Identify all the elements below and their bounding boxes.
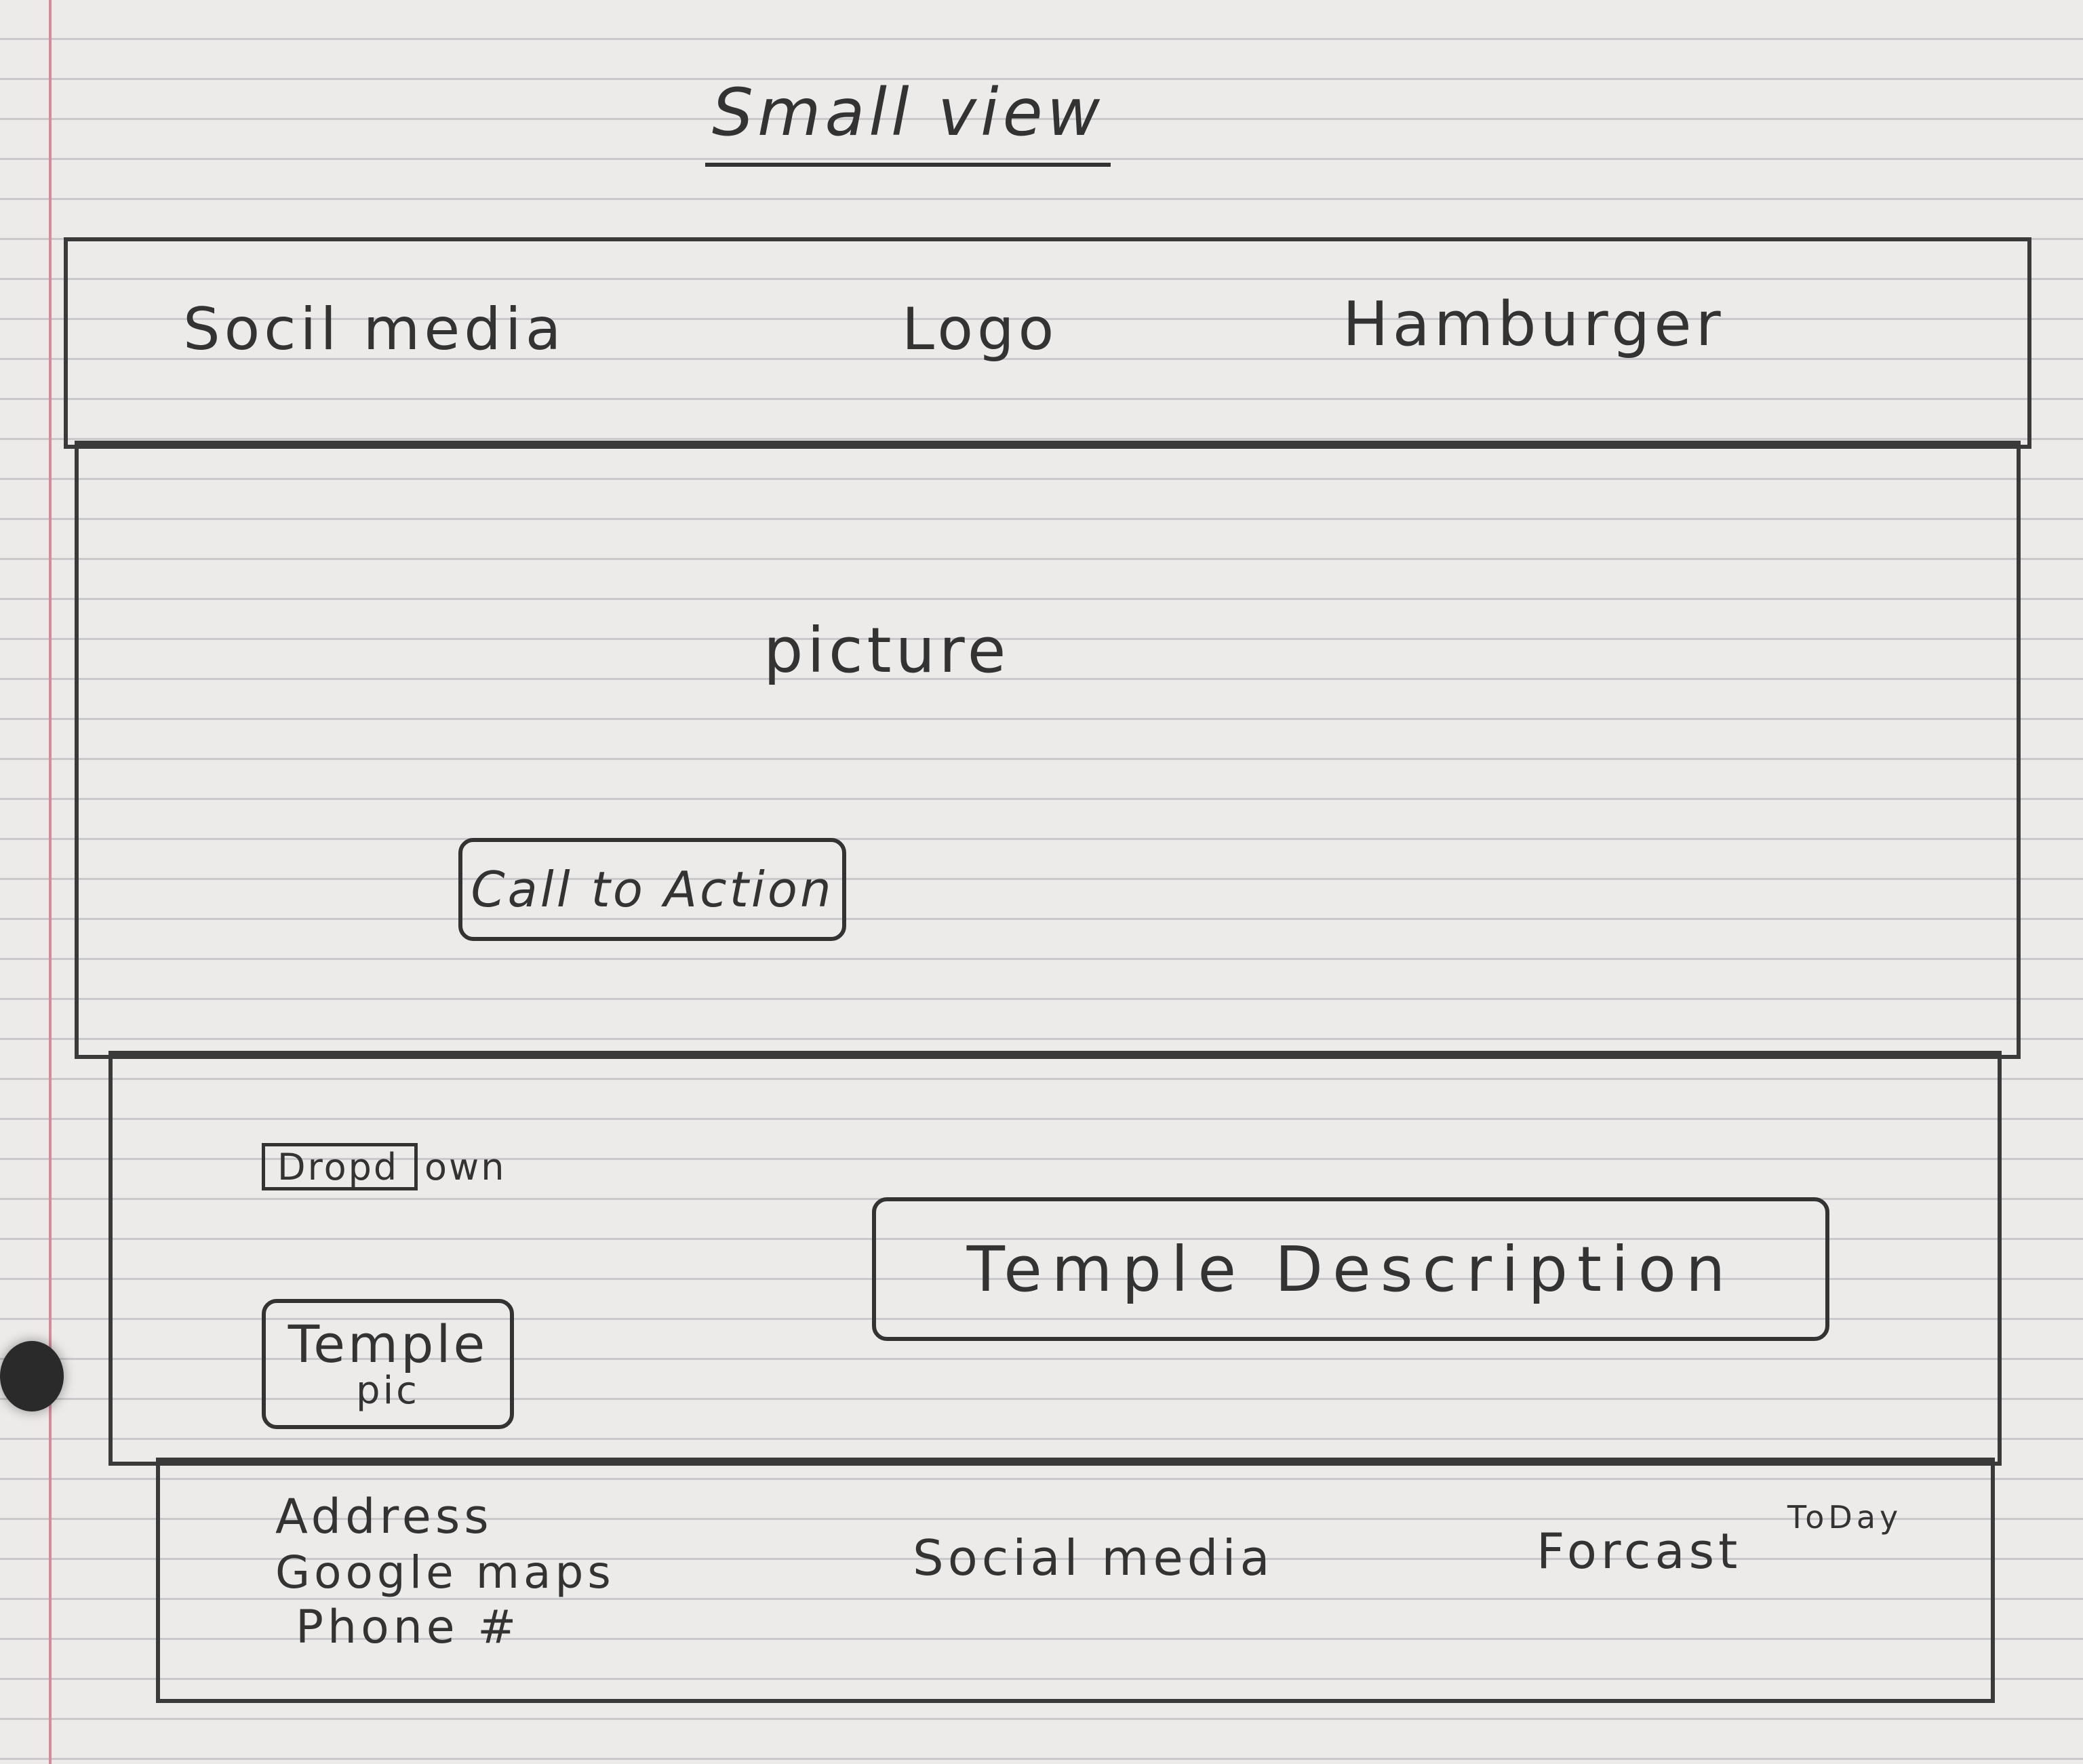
footer-google-maps-label: Google maps bbox=[275, 1546, 615, 1599]
footer-phone-label: Phone # bbox=[296, 1601, 521, 1654]
header-section: Socil media Logo Hamburger bbox=[64, 237, 2031, 449]
temple-pic-line2: pic bbox=[356, 1368, 420, 1413]
temple-description-box: Temple Description bbox=[872, 1197, 1829, 1341]
footer-forecast-label: Forcast bbox=[1536, 1523, 1742, 1580]
header-hamburger-label: Hamburger bbox=[1343, 289, 1725, 360]
footer-social-media-label: Social media bbox=[913, 1529, 1274, 1586]
dropdown-label-tail: own bbox=[424, 1146, 507, 1188]
footer-today-label: ToDay bbox=[1787, 1499, 1903, 1536]
hero-picture-label: picture bbox=[763, 614, 1010, 687]
footer-address-label: Address bbox=[275, 1489, 493, 1544]
hero-section: picture Call to Action bbox=[75, 441, 2021, 1059]
temple-pic-box: Temple pic bbox=[262, 1299, 514, 1429]
header-logo-label: Logo bbox=[902, 296, 1058, 363]
sketch-title: Small view bbox=[705, 75, 1111, 167]
temple-pic-line1: Temple bbox=[287, 1313, 488, 1374]
call-to-action-button[interactable]: Call to Action bbox=[458, 838, 846, 941]
margin-line bbox=[49, 0, 52, 1764]
dropdown-box[interactable]: Dropd bbox=[262, 1143, 418, 1190]
header-social-media-label: Socil media bbox=[183, 296, 566, 363]
punch-hole bbox=[0, 1341, 64, 1411]
content-section: Dropd own Temple pic Temple Description bbox=[108, 1051, 2002, 1466]
footer-section: Address Google maps Phone # Social media… bbox=[156, 1458, 1995, 1703]
